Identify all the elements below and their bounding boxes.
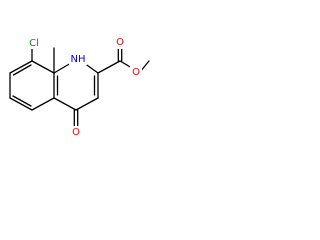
bond-c3-c4	[75, 97, 99, 111]
ester-ether-oxygen-atom: O	[130, 66, 142, 78]
atom-labels: Cl NH O O O	[22, 36, 142, 139]
ester-carbonyl-oxygen-label: O	[116, 37, 124, 48]
bond-c8a-n1	[53, 62, 72, 74]
nh-label: NH	[71, 54, 86, 65]
benzene-ring	[9, 47, 59, 111]
ester-ether-oxygen-label: O	[132, 67, 140, 78]
bond-c4a-c5	[31, 97, 55, 111]
chlorine-atom: Cl	[22, 37, 42, 49]
bond-c7-c8	[9, 60, 33, 74]
ketone-oxygen-atom: O	[70, 126, 82, 139]
ring-nitrogen-atom: NH	[69, 52, 87, 65]
chlorine-label: Cl	[29, 38, 39, 49]
ester-carbonyl-oxygen-atom: O	[114, 36, 126, 49]
bond-c2-ester-c	[97, 60, 121, 74]
pyridinone-ring	[53, 62, 99, 111]
bond-c7-c8-inner	[12, 64, 32, 76]
bond-c5-c6-inner	[12, 95, 32, 107]
molecule-structure: Cl NH O O O	[9, 36, 150, 139]
ketone-oxygen-label: O	[72, 127, 80, 138]
bond-c4-c4a	[53, 97, 77, 111]
substituent-bonds	[31, 47, 150, 128]
bond-c5-c6	[9, 97, 33, 111]
bond-c8-c8a-ring	[31, 60, 55, 74]
